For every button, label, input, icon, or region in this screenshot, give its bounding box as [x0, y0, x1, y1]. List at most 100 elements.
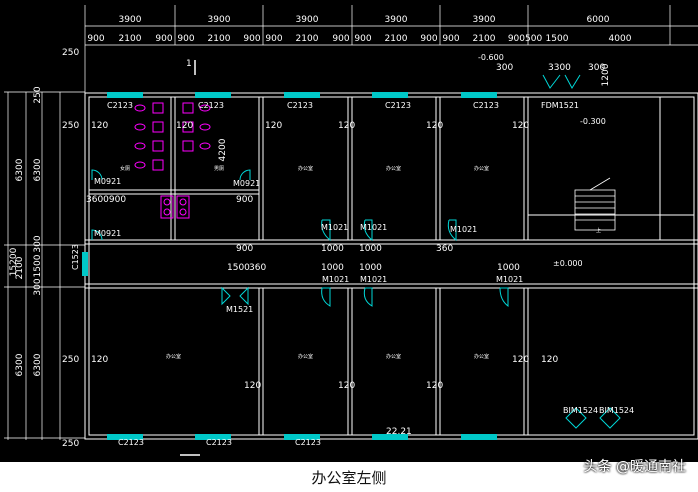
door-label: M0921	[94, 177, 121, 186]
left-dim-6300-a: 6300	[15, 158, 25, 181]
dim-360: 360	[249, 263, 266, 273]
top-sub-dim: 2100	[208, 34, 231, 44]
dim-900: 900	[236, 244, 253, 254]
dim-900: 900	[236, 195, 253, 205]
left-dim-6300-b: 6300	[15, 353, 25, 376]
dim-1200: 1200	[601, 63, 611, 86]
floor-plan-svg: 3900 3900 3900 3900 3900 6000 900 2100 9…	[4, 5, 698, 456]
room-label-toilet: 女厕	[120, 165, 130, 172]
dim-120: 120	[426, 381, 443, 391]
top-dim-2: 3900	[208, 15, 231, 25]
top-sub-dim: 900	[177, 34, 194, 44]
top-dimension-lines	[84, 5, 698, 95]
stair	[574, 177, 616, 231]
dim-3300: 3300	[548, 63, 571, 73]
room-label: 办公室	[474, 353, 489, 360]
top-sub-dim: 2100	[119, 34, 142, 44]
window-label: C2123	[118, 438, 144, 447]
top-sub-dim: 2100	[296, 34, 319, 44]
window-label: C2123	[206, 438, 232, 447]
room-label: 办公室	[386, 353, 401, 360]
dim-1500: 1500	[227, 263, 250, 273]
dim-120: 120	[176, 121, 193, 131]
bim-label: BIM1524	[599, 406, 634, 415]
caption-bar: 办公室左侧	[0, 462, 698, 492]
dim-120: 120	[244, 381, 261, 391]
top-sub-dim: 900	[420, 34, 437, 44]
door-label: M1021	[360, 223, 387, 232]
top-sub-dim: 900	[87, 34, 104, 44]
dim-120: 120	[265, 121, 282, 131]
elevation-mark: ±0.000	[553, 259, 583, 268]
window-label: C2123	[473, 101, 499, 110]
dim-1000: 1000	[359, 244, 382, 254]
top-dim-4: 3900	[385, 15, 408, 25]
top-sub-dim: 900	[265, 34, 282, 44]
left-dim-inner-5: 6300	[33, 353, 43, 376]
room-label-toilet: 男厕	[214, 166, 224, 172]
left-small-250: 250	[62, 355, 79, 365]
dim-1000: 1000	[497, 263, 520, 273]
dim-300: 300	[496, 63, 513, 73]
dim-1000: 1000	[321, 263, 344, 273]
partition-walls	[89, 97, 694, 435]
left-dim-2100: 2100	[15, 256, 25, 279]
left-small-250: 250	[62, 121, 79, 131]
left-small-250: 250	[62, 48, 79, 58]
door-label: M1021	[360, 275, 387, 284]
dim-120: 120	[426, 121, 443, 131]
dim-120: 120	[338, 121, 355, 131]
stair-label: 上	[596, 227, 601, 234]
watermark: 头条 @暖通南社	[583, 459, 686, 475]
window-label: C2123	[287, 101, 313, 110]
windows	[82, 92, 497, 440]
left-dim-inner-2: 300	[33, 235, 43, 252]
top-sub-dim: 900	[354, 34, 371, 44]
top-sub-dim: 900	[155, 34, 172, 44]
window-label: C2123	[295, 438, 321, 447]
top-sub-dim: 4000	[609, 34, 632, 44]
fdm-label: FDM1521	[541, 101, 579, 110]
dim-250: 250	[62, 439, 79, 449]
top-sub-dim: 2100	[385, 34, 408, 44]
window-label: C2123	[198, 101, 224, 110]
left-small-250: 250	[33, 86, 43, 103]
caption-title: 办公室左侧	[311, 469, 387, 487]
dim-120: 120	[91, 121, 108, 131]
top-dim-3: 3900	[296, 15, 319, 25]
room-label: 办公室	[298, 165, 313, 172]
room-label: 办公室	[474, 165, 489, 172]
exterior-walls	[84, 92, 698, 440]
top-sub-dim: 1500	[546, 34, 569, 44]
door-label: M1021	[450, 225, 477, 234]
doors	[91, 74, 621, 429]
bim-label: BIM1524	[563, 406, 598, 415]
top-dim-6: 6000	[587, 15, 610, 25]
top-sub-dim: 900	[332, 34, 349, 44]
room-label: 办公室	[166, 353, 181, 360]
dim-1000: 1000	[321, 244, 344, 254]
room-label: 办公室	[298, 353, 313, 360]
top-sub-dim: 900500	[508, 34, 543, 44]
corridor-walls	[85, 239, 698, 289]
elevation-mark: -0.600	[478, 53, 504, 62]
dim-120: 120	[512, 355, 529, 365]
dim-4200: 4200	[218, 138, 228, 161]
dim-3600900: 3600900	[86, 195, 126, 205]
left-dimension-lines	[4, 91, 85, 440]
door-label: M0921	[94, 229, 121, 238]
door-label: M1521	[226, 305, 253, 314]
top-dim-5: 3900	[473, 15, 496, 25]
top-sub-dim: 900	[243, 34, 260, 44]
left-dim-inner-1: 6300	[33, 158, 43, 181]
top-sub-dim: 900	[442, 34, 459, 44]
dim-120: 120	[338, 381, 355, 391]
floor-plan-drawing: 3900 3900 3900 3900 3900 6000 900 2100 9…	[0, 0, 698, 462]
door-label: M1021	[496, 275, 523, 284]
section-marker: 1	[186, 59, 192, 69]
elevation-mark: -0.300	[580, 117, 606, 126]
dim-120: 120	[512, 121, 529, 131]
left-dim-total: 15200	[9, 247, 19, 276]
toilet-fixtures	[134, 102, 211, 219]
dim-120: 120	[91, 355, 108, 365]
